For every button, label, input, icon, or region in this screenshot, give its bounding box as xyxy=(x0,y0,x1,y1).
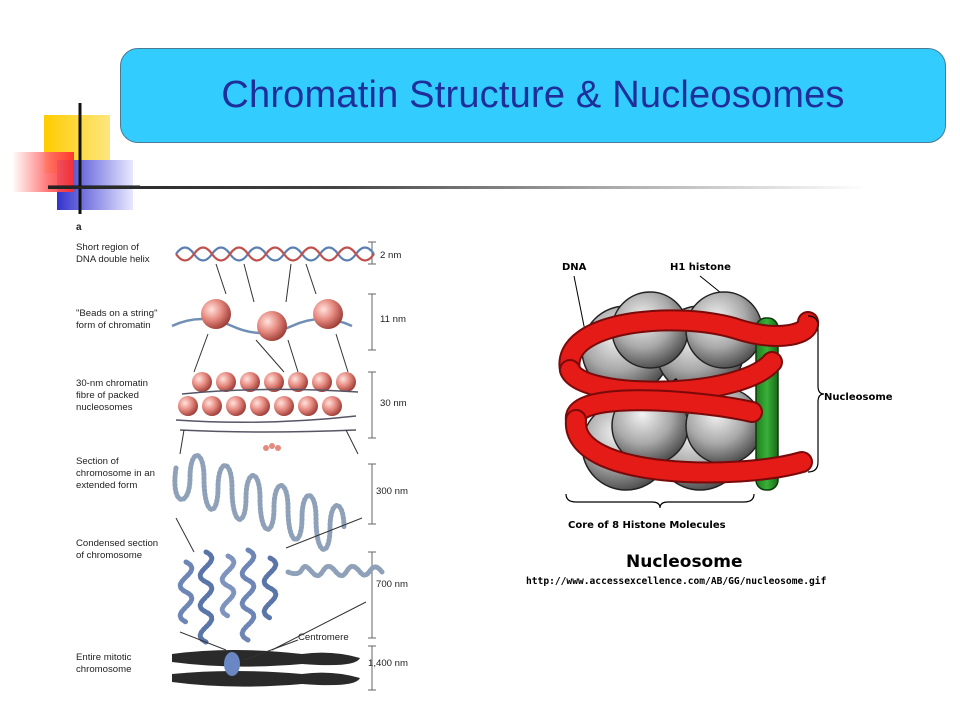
scale-label-5: 700 nm xyxy=(376,579,408,590)
dna-wrap xyxy=(558,309,819,484)
extended-loops xyxy=(172,453,347,552)
beads-on-string xyxy=(171,299,353,341)
centromere-label: Centromere xyxy=(298,632,349,643)
dna-helix xyxy=(175,246,375,262)
scale-label-6: 1,400 nm xyxy=(368,658,409,669)
nucleosome-bracket-label: Nucleosome xyxy=(824,392,893,403)
level-label-2: "Beads on a string"form of chromatin xyxy=(76,308,158,331)
corner-decoration xyxy=(12,103,140,214)
source-url: http://www.accessexcellence.com/AB/GG/nu… xyxy=(526,576,827,587)
nucleosome-figure: DNA H1 histone Nucleosome Core of 8 Hist… xyxy=(526,250,920,610)
scale-label-1: 2 nm xyxy=(380,250,402,261)
scale-label-4: 300 nm xyxy=(376,486,408,497)
scale-label-2: 11 nm xyxy=(380,314,406,325)
chromatin-fibre xyxy=(175,372,359,433)
zoom-lines-2 xyxy=(193,333,349,373)
dna-label: DNA xyxy=(562,262,587,273)
panel-letter: a xyxy=(76,222,82,233)
chromatin-drawing xyxy=(171,241,385,691)
condensed-section xyxy=(177,547,385,645)
title-box: Chromatin Structure & Nucleosomes xyxy=(120,48,946,143)
scale-bars xyxy=(368,241,376,691)
mitotic-chromosome xyxy=(172,639,360,687)
nucleosome-caption: Nucleosome xyxy=(626,552,743,572)
slide-title: Chromatin Structure & Nucleosomes xyxy=(221,74,845,116)
core-label: Core of 8 Histone Molecules xyxy=(568,520,726,531)
zoom-lines-4 xyxy=(175,517,363,553)
zoom-lines-3 xyxy=(179,429,359,455)
h1-histone-label: H1 histone xyxy=(670,262,731,273)
zoom-lines-5 xyxy=(179,601,367,651)
nucleosome-drawing xyxy=(558,275,825,509)
zoom-lines-1 xyxy=(215,263,317,303)
title-rule xyxy=(48,186,868,189)
red-square xyxy=(12,152,74,192)
scale-label-3: 30 nm xyxy=(380,398,407,409)
